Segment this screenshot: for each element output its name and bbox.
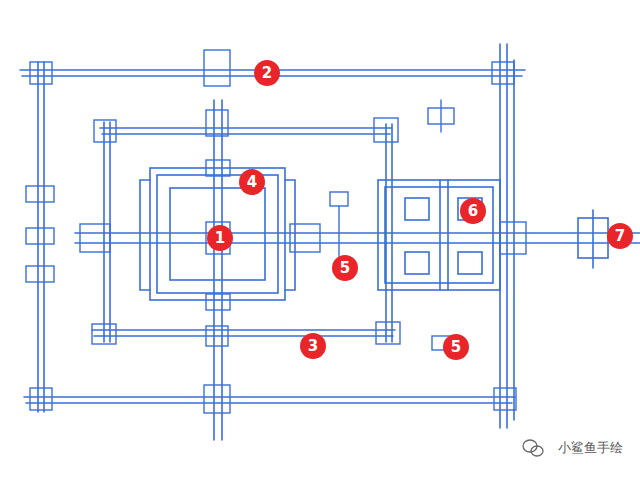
callout-number: 5 xyxy=(332,255,358,281)
callout-number: 7 xyxy=(607,223,633,249)
callout-number: 2 xyxy=(254,60,280,86)
callout-number: 6 xyxy=(460,198,486,224)
watermark: 小鲨鱼手绘 xyxy=(556,439,625,457)
callout-number: 3 xyxy=(300,333,326,359)
callout-number: 1 xyxy=(207,225,233,251)
wechat-icon xyxy=(523,440,543,456)
callout-number: 5 xyxy=(443,334,469,360)
callout-number: 4 xyxy=(239,169,265,195)
